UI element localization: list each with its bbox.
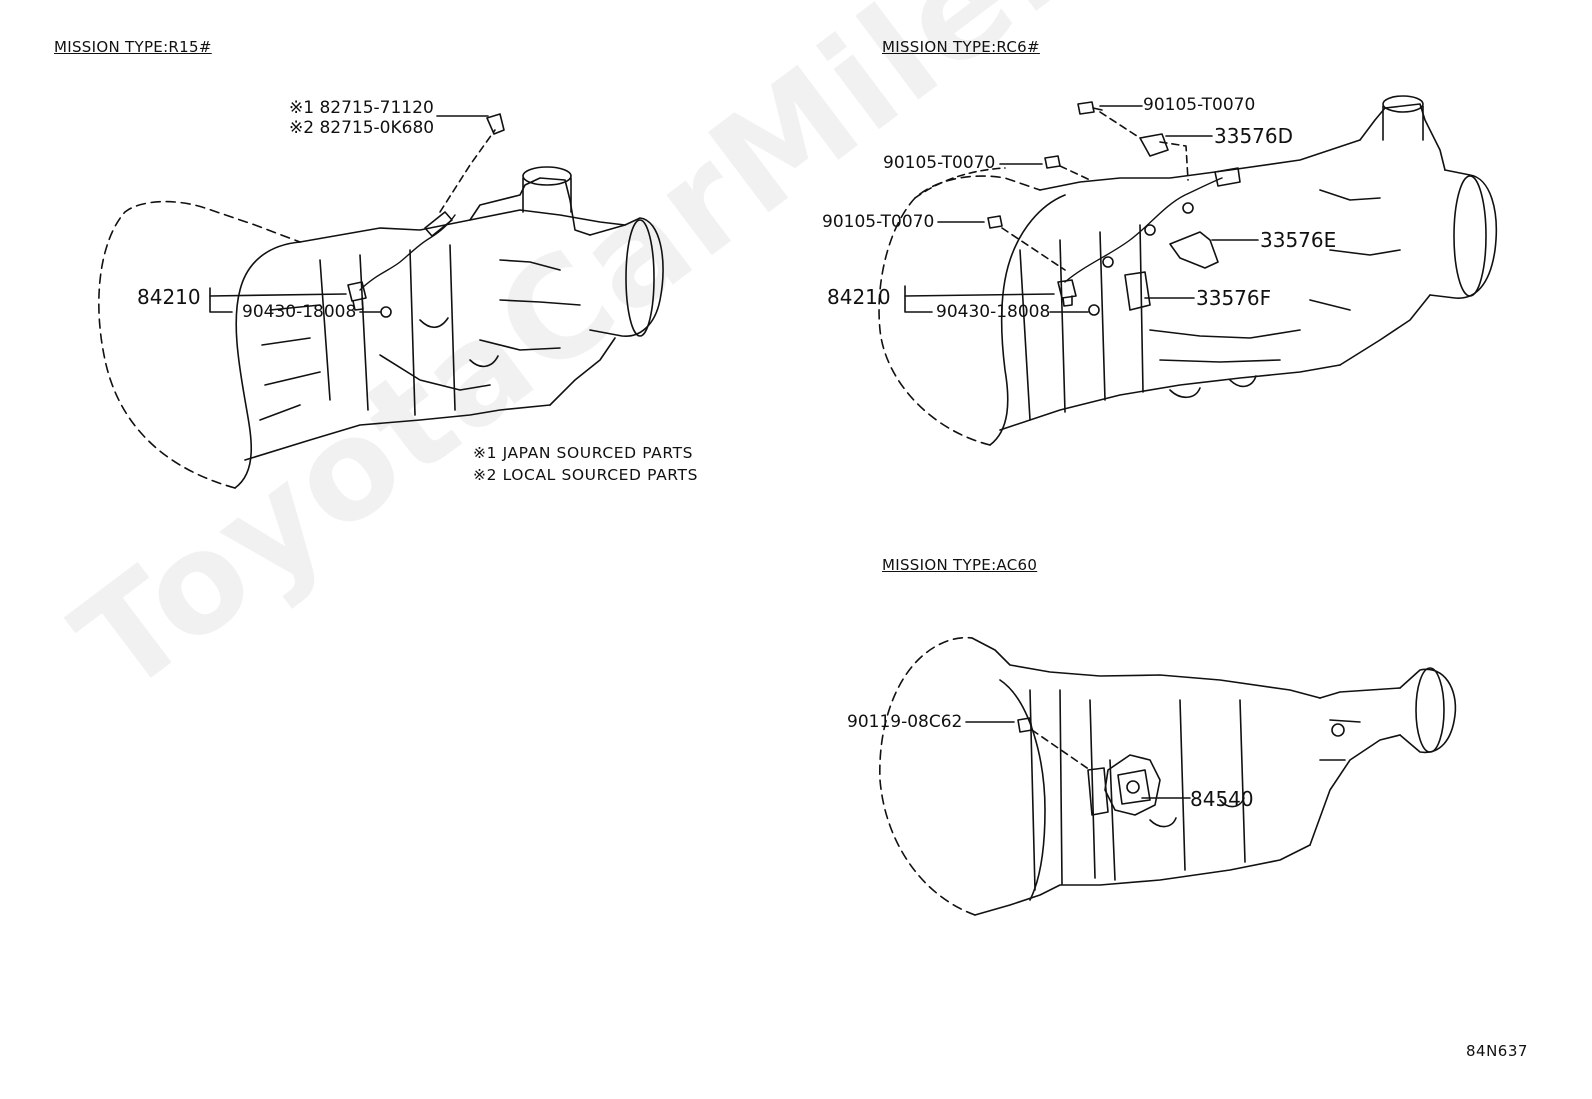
callout-r15-note2-part: ※2 82715-0K680 xyxy=(289,118,435,138)
section-title-r15: MISSION TYPE:R15# xyxy=(54,38,212,56)
callout-r15-note1-part: ※1 82715-71120 xyxy=(289,98,434,118)
callout-rc6-bolt-top: 90105-T0070 xyxy=(1143,95,1256,115)
callout-ac60-switch: 84540 xyxy=(1190,787,1254,811)
section-title-rc6: MISSION TYPE:RC6# xyxy=(882,38,1040,56)
callout-rc6-bracket-e: 33576E xyxy=(1260,228,1337,252)
ac60-transmission-drawing xyxy=(879,636,1457,916)
callout-rc6-bolt-mid: 90105-T0070 xyxy=(883,153,996,173)
diagram-code: 84N637 xyxy=(1466,1042,1528,1060)
r15-transmission-drawing xyxy=(98,113,664,489)
callout-r15-sensor: 84210 xyxy=(137,285,201,309)
callout-rc6-bracket-f: 33576F xyxy=(1196,286,1272,310)
callout-r15-gasket: 90430-18008 xyxy=(242,302,357,322)
rc6-transmission-drawing xyxy=(878,95,1498,446)
section-title-ac60: MISSION TYPE:AC60 xyxy=(882,556,1038,574)
callout-rc6-bolt-low: 90105-T0070 xyxy=(822,212,935,232)
callout-rc6-sensor: 84210 xyxy=(827,285,891,309)
note-japan-sourced: ※1 JAPAN SOURCED PARTS xyxy=(473,444,694,462)
callout-rc6-bracket-d: 33576D xyxy=(1214,124,1294,148)
callout-rc6-gasket: 90430-18008 xyxy=(936,302,1051,322)
callout-ac60-bolt: 90119-08C62 xyxy=(847,712,963,732)
note-local-sourced: ※2 LOCAL SOURCED PARTS xyxy=(473,466,699,484)
